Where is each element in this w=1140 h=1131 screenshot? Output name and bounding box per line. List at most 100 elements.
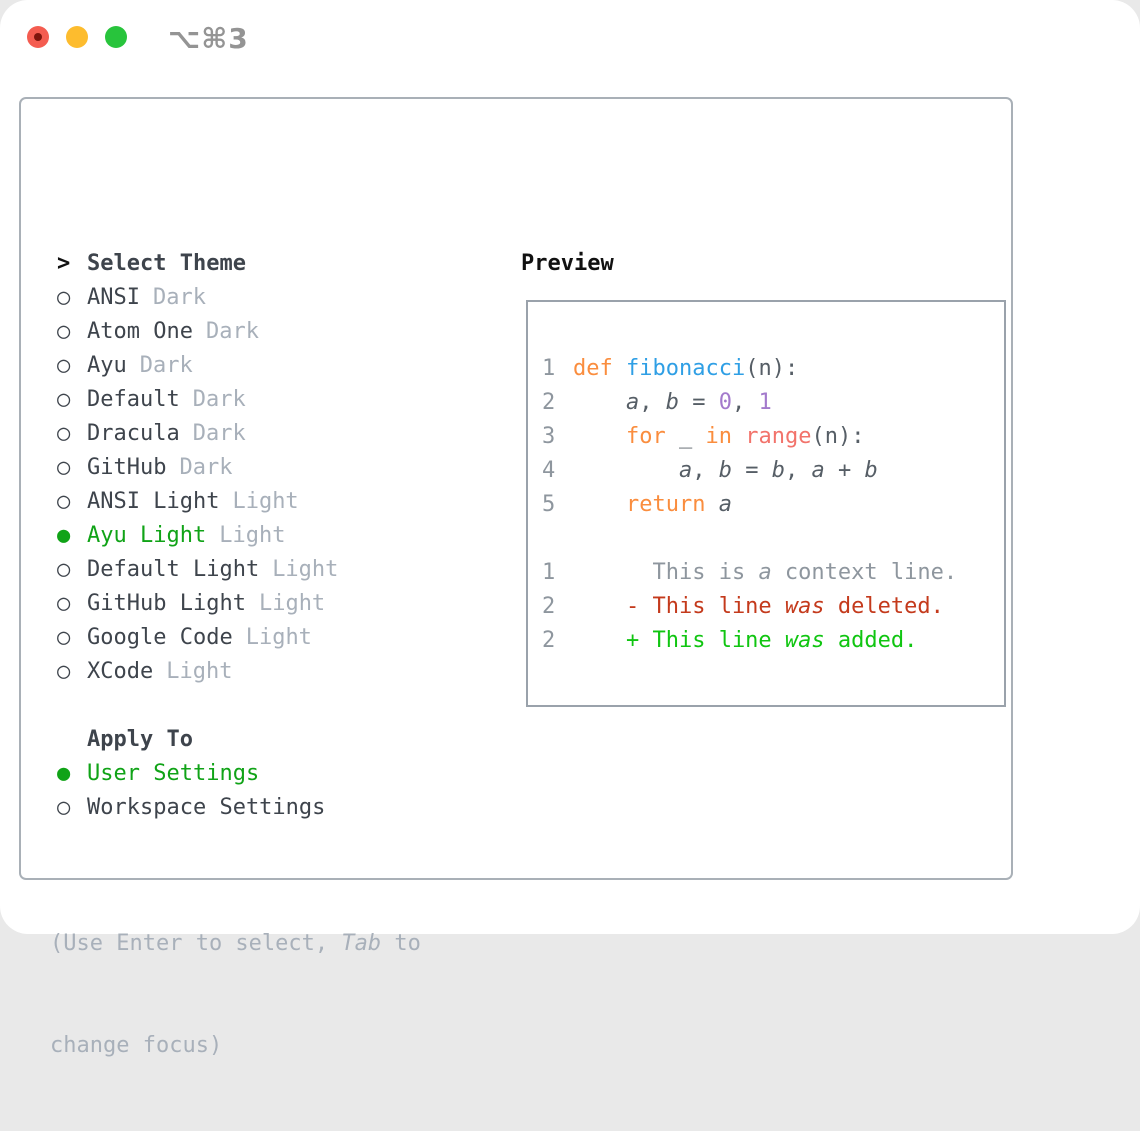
option-label: Default Light <box>87 557 260 582</box>
option-label: Google Code <box>87 625 233 650</box>
minimize-button-icon[interactable] <box>66 26 88 48</box>
theme-list-header: > Select Theme <box>57 247 497 281</box>
option-label: GitHub Light <box>87 591 246 616</box>
radio-unselected-icon: ○ <box>57 387 71 412</box>
code-token-plain <box>573 458 679 483</box>
code-token-plain: b <box>665 390 679 415</box>
theme-option-github-light[interactable]: ○ GitHub Light Light <box>57 587 497 621</box>
section-heading: Select Theme <box>87 251 246 276</box>
option-label: Default <box>87 387 180 412</box>
code-token-plain: + <box>824 458 865 483</box>
code-token-plain: = <box>731 458 772 483</box>
radio-unselected-icon: ○ <box>57 591 71 616</box>
theme-type-tag: Light <box>245 625 312 650</box>
option-label: ANSI Light <box>87 489 220 514</box>
titlebar: ⌥⌘3 <box>0 0 1140 74</box>
option-label: Dracula <box>87 421 180 446</box>
code-token-kw: return <box>625 492 706 517</box>
code-token-plain: , <box>731 390 759 415</box>
radio-unselected-icon: ○ <box>57 557 71 582</box>
theme-type-tag: Dark <box>192 387 246 412</box>
theme-type-tag: Dark <box>152 285 206 310</box>
code-token-plain <box>705 492 718 517</box>
option-label: GitHub <box>87 455 167 480</box>
code-line: 4 a, b = b, a + b <box>542 454 1004 488</box>
theme-option-ansi[interactable]: ○ ANSI Dark <box>57 281 497 315</box>
theme-type-tag: Light <box>258 591 326 616</box>
code-token-plain <box>573 424 626 449</box>
apply-to-list: Apply To ● User Settings ○ Workspace Setting… <box>57 723 497 825</box>
radio-unselected-icon: ○ <box>57 455 71 480</box>
code-token-ctx: This is <box>573 560 759 585</box>
option-label: ANSI <box>87 285 140 310</box>
code-token-plain <box>573 492 626 517</box>
code-token-plain: (n): <box>745 356 799 381</box>
line-number: 4 <box>542 458 556 483</box>
radio-unselected-icon: ○ <box>57 421 71 446</box>
focus-caret-icon: > <box>57 251 71 276</box>
hint-line-2: change focus) <box>50 1033 223 1058</box>
code-token-plain: b <box>864 458 878 483</box>
theme-option-atom-one[interactable]: ○ Atom One Dark <box>57 315 497 349</box>
theme-option-dracula[interactable]: ○ Dracula Dark <box>57 417 497 451</box>
section-heading: Apply To <box>87 727 193 752</box>
theme-type-tag: Dark <box>139 353 193 378</box>
code-token-plain: a <box>718 492 732 517</box>
radio-selected-icon: ● <box>57 761 71 786</box>
line-number: 3 <box>542 424 556 449</box>
code-token-plain <box>613 356 626 381</box>
code-token-ctx: a <box>758 560 772 585</box>
option-label: Ayu <box>87 353 127 378</box>
theme-option-default[interactable]: ○ Default Dark <box>57 383 497 417</box>
code-token-add: added. <box>824 628 918 653</box>
close-button-icon[interactable] <box>27 26 49 48</box>
radio-selected-icon: ● <box>57 523 71 548</box>
keyboard-hint: (Use Enter to select, Tab to change focu… <box>50 859 421 1131</box>
apply-option-user-settings[interactable]: ● User Settings <box>57 757 497 791</box>
code-token-plain: b <box>771 458 785 483</box>
code-token-kw: def <box>573 356 613 381</box>
code-token-plain: = <box>678 390 719 415</box>
code-token-add: was <box>784 628 825 653</box>
radio-unselected-icon: ○ <box>57 319 71 344</box>
code-line: 3 for _ in range(n): <box>542 420 1004 454</box>
radio-unselected-icon: ○ <box>57 489 71 514</box>
code-token-del: deleted. <box>824 594 944 619</box>
option-label: Workspace Settings <box>87 795 326 820</box>
theme-option-google-code[interactable]: ○ Google Code Light <box>57 621 497 655</box>
preview-heading: Preview <box>521 251 614 276</box>
code-line: 2 + This line was added. <box>542 624 1004 658</box>
theme-type-tag: Light <box>219 523 286 548</box>
code-token-ctx: context line. <box>771 560 958 585</box>
code-token-plain: b <box>718 458 732 483</box>
theme-type-tag: Dark <box>192 421 246 446</box>
code-token-del: was <box>784 594 825 619</box>
radio-unselected-icon: ○ <box>57 625 71 650</box>
code-line: 1 This is a context line. <box>542 556 1004 590</box>
code-token-kw: in <box>705 424 732 449</box>
maximize-button-icon[interactable] <box>105 26 127 48</box>
line-number: 1 <box>542 560 556 585</box>
radio-unselected-icon: ○ <box>57 285 71 310</box>
code-blank-line <box>542 522 1004 556</box>
theme-type-tag: Dark <box>205 319 259 344</box>
option-label: User Settings <box>87 761 260 786</box>
theme-type-tag: Light <box>166 659 233 684</box>
line-number: 2 <box>542 390 556 415</box>
code-token-fn: fibonacci <box>626 356 746 381</box>
apply-option-workspace-settings[interactable]: ○ Workspace Settings <box>57 791 497 825</box>
line-number: 5 <box>542 492 556 517</box>
radio-unselected-icon: ○ <box>57 659 71 684</box>
option-label: Atom One <box>87 319 193 344</box>
radio-unselected-icon: ○ <box>57 795 71 820</box>
